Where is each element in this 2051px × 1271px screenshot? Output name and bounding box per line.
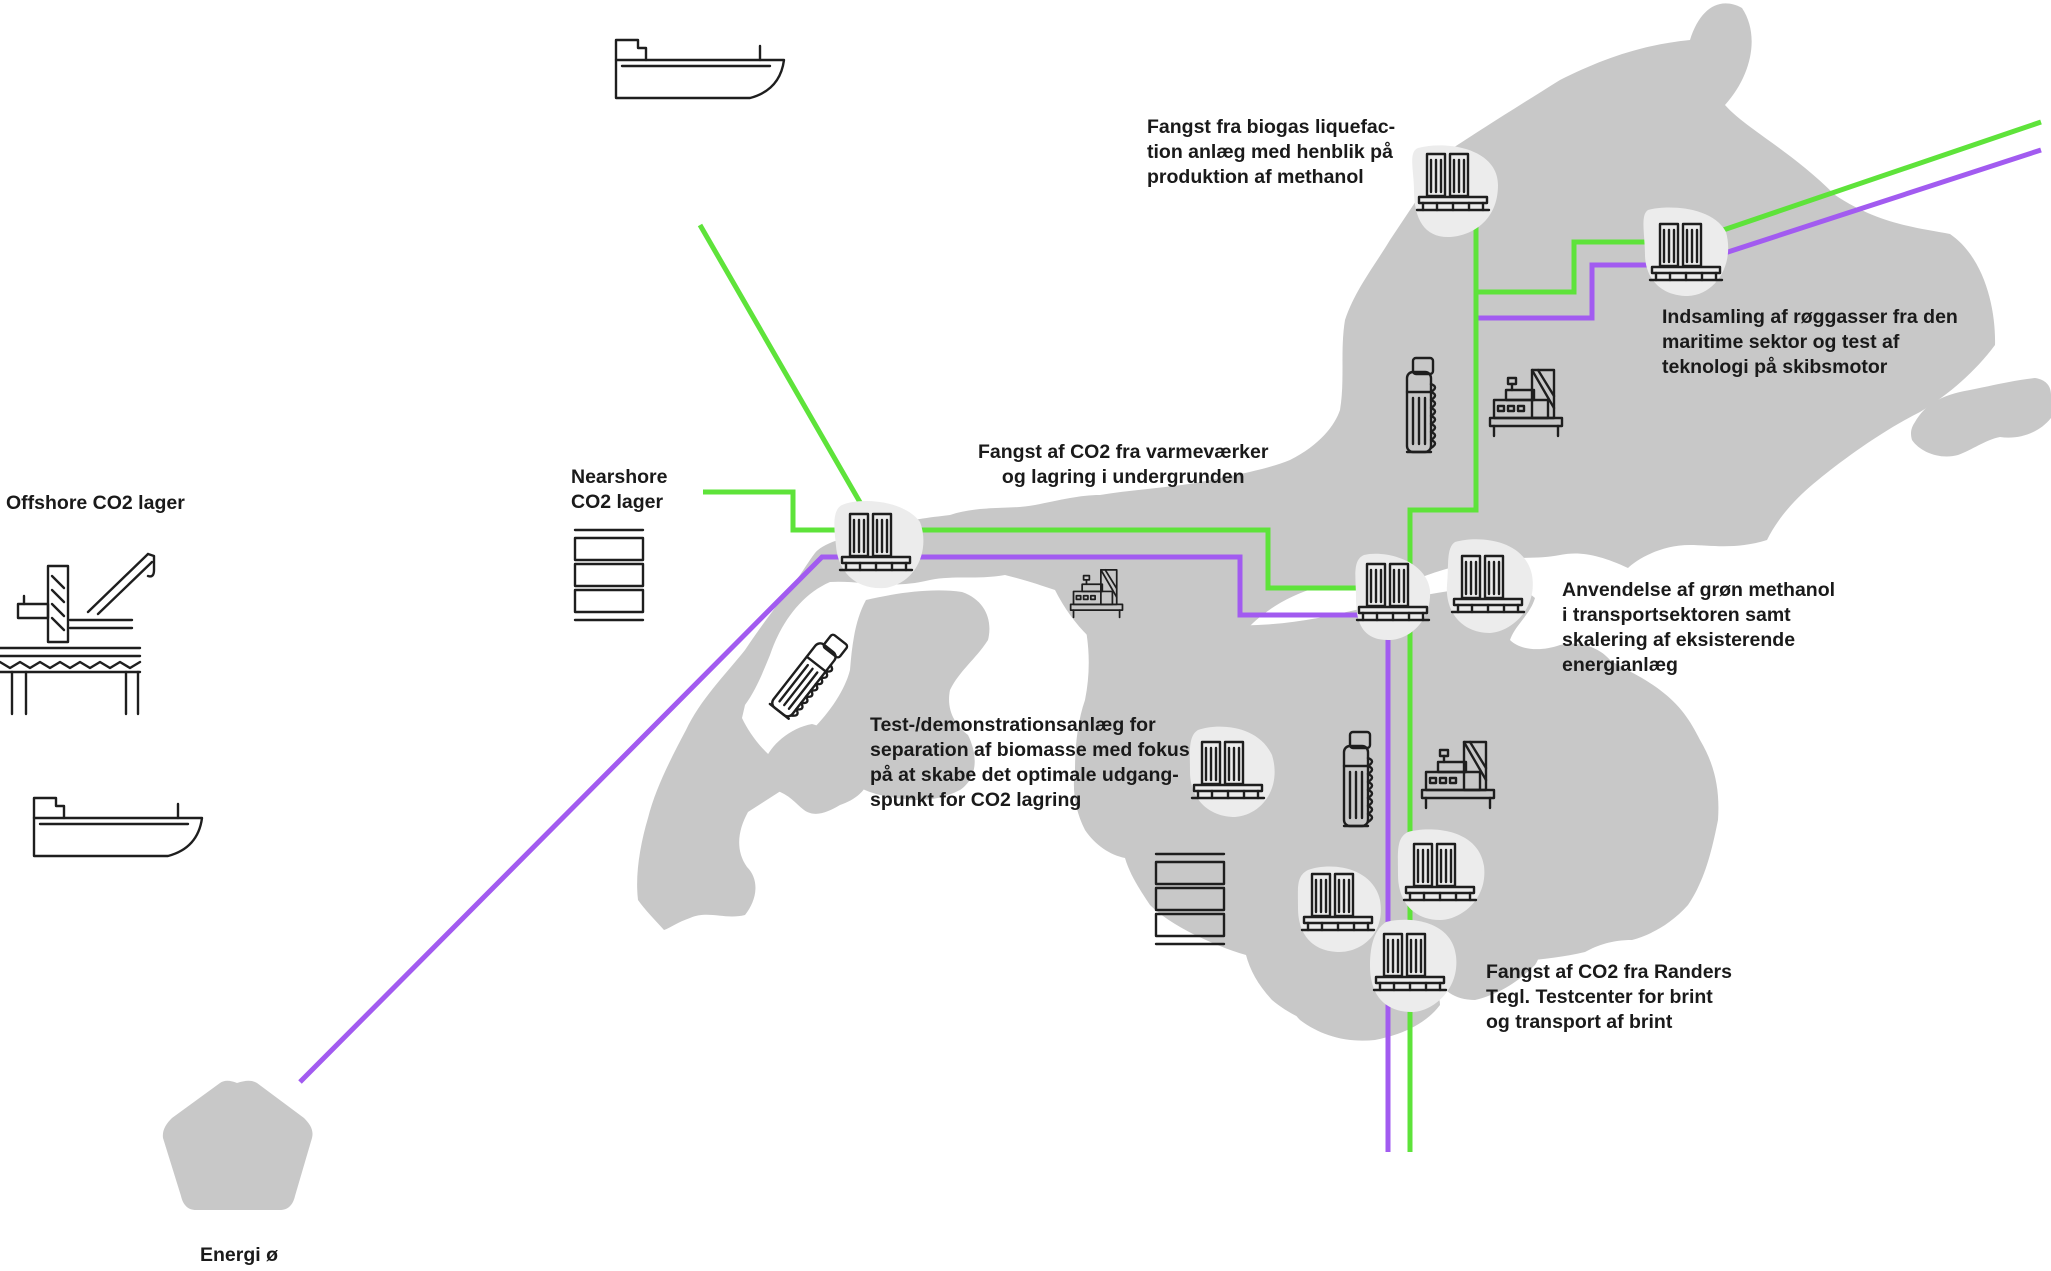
capture-node-heating — [834, 500, 924, 589]
land-southwest — [810, 590, 990, 800]
capture-node-south-east — [1397, 829, 1485, 920]
label-line: Fangst af CO2 fra Randers — [1486, 961, 1732, 983]
label-heating-plants: Fangst af CO2 fra varmeværker og lagring … — [978, 440, 1268, 490]
ship-icon — [32, 796, 204, 858]
label-line: på at skabe det optimale udgang- — [870, 764, 1179, 786]
green-pipeline-main — [697, 223, 1413, 1152]
land-south — [1073, 585, 1719, 1029]
label-line: Fangst fra biogas liquefac- — [1147, 116, 1396, 138]
label-line: Fangst af CO2 fra varmeværker — [978, 441, 1269, 463]
label-line: teknologi på skibsmotor — [1662, 356, 1888, 378]
purple-pipeline-north — [1476, 147, 2042, 321]
capture-node-south-west — [1297, 866, 1381, 952]
label-line: maritime sektor og test af — [1662, 331, 1900, 353]
label-offshore-co2-storage: Offshore CO2 lager — [6, 491, 185, 516]
land-djursland — [1438, 927, 1541, 1000]
storage-tanks-icon — [573, 528, 645, 622]
label-line: spunkt for CO2 lagring — [870, 789, 1082, 811]
energy-island — [162, 1080, 313, 1210]
capture-node-randers — [1370, 919, 1457, 1012]
offshore-platform-icon — [0, 552, 156, 716]
capture-node-central-west — [1355, 553, 1431, 640]
label-line: Offshore CO2 lager — [6, 492, 185, 514]
label-line: separation af biomasse med fokus — [870, 739, 1190, 761]
label-line: Nearshore — [571, 466, 668, 488]
capture-node-biogas — [1412, 145, 1498, 238]
land-island-inner — [762, 724, 870, 814]
label-energy-island: Energi ø — [200, 1243, 278, 1268]
label-line: tion anlæg med henblik på — [1147, 141, 1393, 163]
label-line: skalering af eksisterende — [1562, 629, 1796, 651]
label-line: og lagring i undergrunden — [1001, 466, 1245, 488]
label-biogas-capture: Fangst fra biogas liquefac-tion anlæg me… — [1147, 115, 1395, 190]
label-line: CO2 lager — [571, 491, 664, 513]
label-line: produktion af methanol — [1147, 166, 1364, 188]
label-line: Indsamling af røggasser fra den — [1662, 306, 1958, 328]
capture-node-maritime — [1643, 207, 1729, 296]
label-line: Energi ø — [200, 1244, 279, 1266]
label-green-methanol: Anvendelse af grøn methanol i transportse… — [1562, 578, 1835, 678]
capture-node-biomass — [1189, 726, 1275, 817]
purple-pipeline-main — [298, 554, 1391, 1152]
label-line: i transportsektoren samt — [1562, 604, 1791, 626]
label-line: energianlæg — [1562, 654, 1678, 676]
land-island-east — [1911, 378, 2051, 457]
green-pipeline-nearshore — [703, 489, 876, 533]
ship-icon — [614, 38, 786, 100]
label-line: Anvendelse af grøn methanol — [1562, 579, 1836, 601]
label-line: Test-/demonstrationsanlæg for — [870, 714, 1156, 736]
capture-node-methanol — [1446, 539, 1533, 633]
label-line: Tegl. Testcenter for brint — [1486, 986, 1713, 1008]
label-biomass-test-plant: Test-/demonstrationsanlæg for separation … — [870, 713, 1190, 813]
label-maritime-flue-gas: Indsamling af røggasser fra den maritime … — [1662, 305, 1958, 380]
label-line: og transport af brint — [1486, 1011, 1673, 1033]
